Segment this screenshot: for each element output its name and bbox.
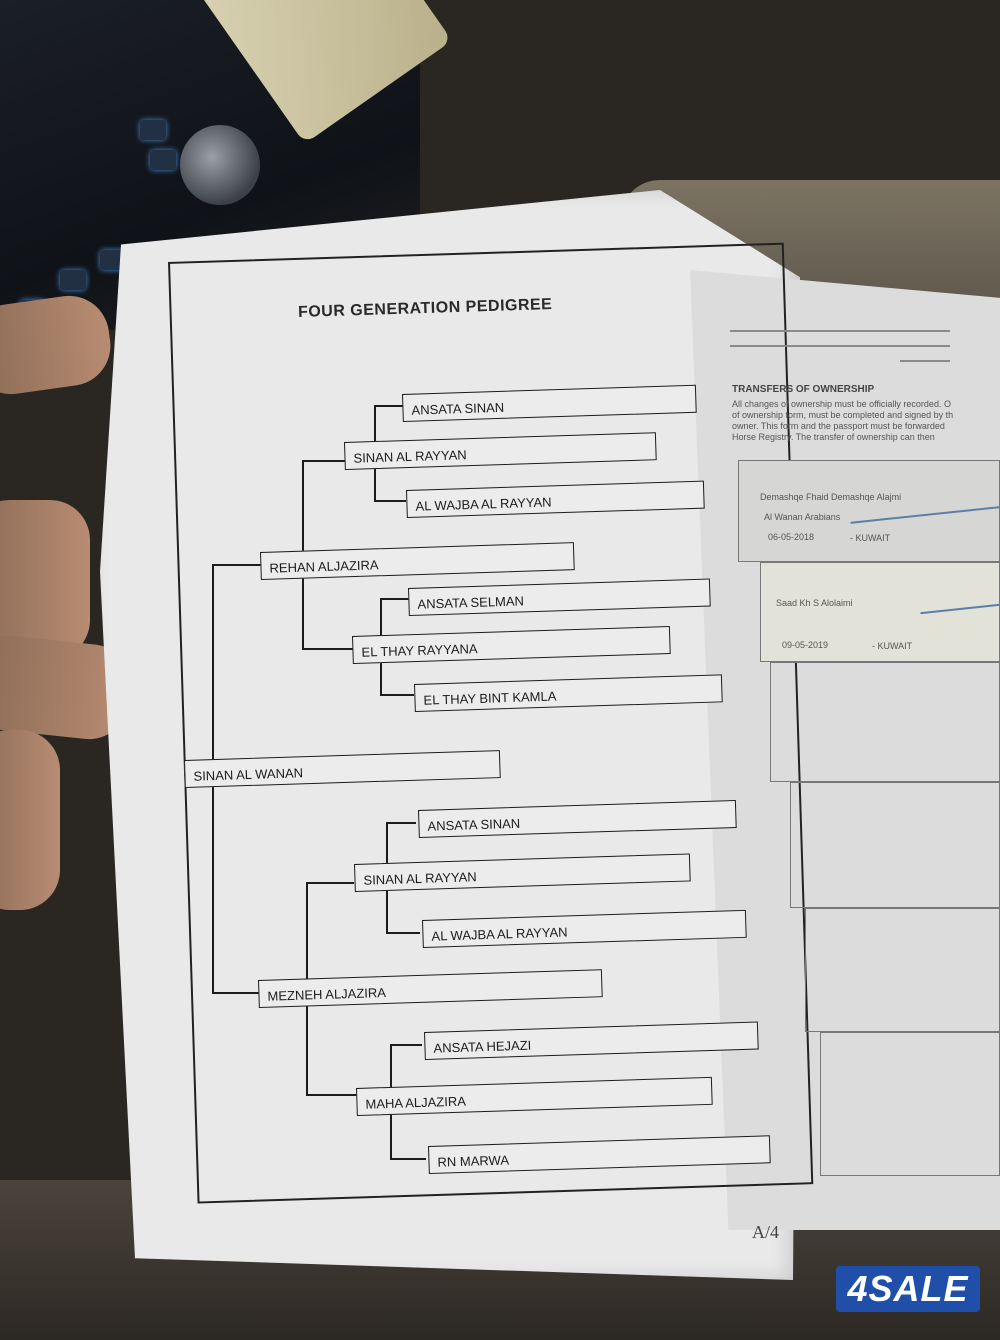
connector-line — [302, 460, 346, 462]
transfer-entry-5 — [805, 908, 1000, 1032]
palm — [0, 500, 90, 660]
page-number: A/4 — [752, 1222, 779, 1242]
arabic-text-line — [730, 330, 950, 332]
console-button — [100, 250, 126, 270]
connector-line — [390, 1044, 422, 1046]
transfer-1-date: 06-05-2018 — [768, 532, 815, 542]
pedigree-frame — [168, 242, 814, 1204]
transfer-2-date: 09-05-2019 — [782, 640, 829, 650]
transfers-note: All changes of ownership must be officia… — [732, 399, 951, 409]
transfers-heading: TRANSFERS OF OWNERSHIP — [732, 384, 875, 395]
connector-line — [374, 405, 404, 407]
connector-line — [212, 992, 260, 994]
arabic-text-line — [730, 345, 950, 347]
transfer-entry-4 — [790, 782, 1000, 908]
connector-line — [380, 694, 414, 696]
transfer-entry-2 — [760, 562, 1000, 662]
transfers-note: Horse Registry. The transfer of ownershi… — [732, 432, 935, 442]
console-button — [60, 270, 86, 290]
console-button — [140, 120, 166, 140]
transfer-entry-6 — [820, 1032, 1000, 1176]
4sale-watermark-logo: 4SALE — [836, 1266, 980, 1312]
connector-line — [380, 598, 410, 600]
connector-line — [374, 500, 406, 502]
transfer-2-name: Saad Kh S Alolaimi — [776, 598, 853, 608]
transfer-2-place: - KUWAIT — [872, 641, 913, 651]
transfer-entry-3 — [770, 662, 1000, 782]
connector-line — [212, 564, 264, 566]
transfer-1-name: Demashqe Fhaid Demashqe Alajmi — [760, 492, 902, 502]
connector-line — [386, 822, 416, 824]
transfer-1-org: Al Wanan Arabians — [764, 512, 841, 522]
transfers-note: owner. This form and the passport must b… — [732, 421, 945, 431]
transfer-1-place: - KUWAIT — [850, 533, 891, 543]
arabic-text-line — [900, 360, 950, 362]
connector-line — [306, 1094, 358, 1096]
palm — [0, 730, 60, 910]
connector-line — [386, 932, 420, 934]
ownership-page — [690, 270, 1000, 1230]
console-button — [150, 150, 176, 170]
connector-line — [390, 1158, 426, 1160]
transfers-note: of ownership form, must be completed and… — [732, 410, 954, 420]
console-knob — [180, 125, 260, 205]
connector-line — [306, 882, 354, 884]
connector-line — [302, 648, 354, 650]
